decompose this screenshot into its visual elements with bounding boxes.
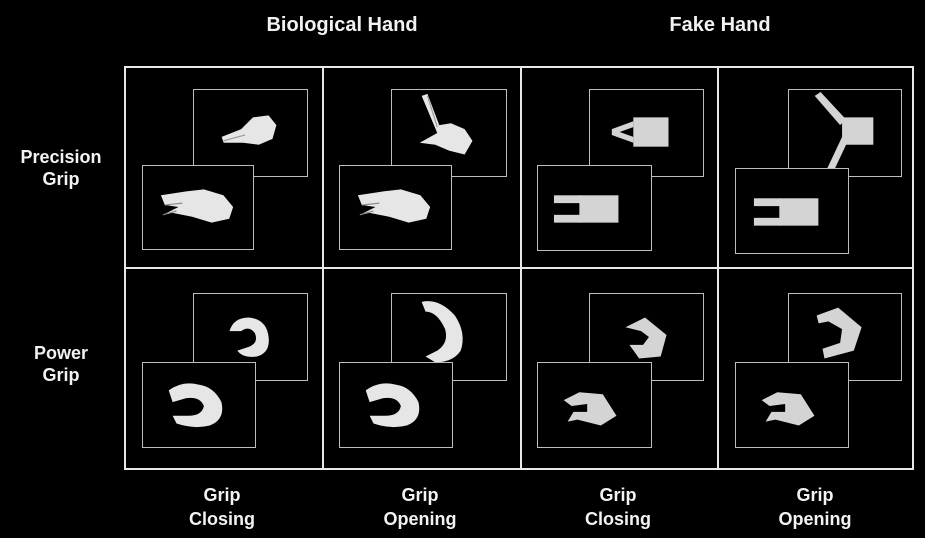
- frame-fake-precision-opening: [788, 89, 902, 177]
- row-label-line: Grip: [0, 168, 122, 190]
- hand-c-grip-icon: [340, 363, 452, 447]
- frame-fake-power-start: [537, 362, 652, 448]
- fake-hand-spread-icon: [789, 90, 901, 176]
- row-label-line: Power: [0, 342, 122, 364]
- hand-c-grip-icon: [143, 363, 255, 447]
- frame-hand-power-start: [339, 362, 453, 448]
- frame-hand-power-start: [142, 362, 256, 448]
- column-label-line: Opening: [322, 507, 518, 531]
- column-label-grip-opening: Grip Opening: [322, 483, 518, 531]
- column-label-line: Closing: [520, 507, 716, 531]
- frame-fake-power-start: [735, 362, 849, 448]
- fake-hand-closed-icon: [590, 90, 703, 176]
- frame-fake-precision-start: [735, 168, 849, 254]
- row-label-power-grip: Power Grip: [0, 342, 122, 386]
- frame-hand-precision-start: [339, 165, 452, 250]
- fake-hand-c-icon: [538, 363, 651, 447]
- column-label-grip-closing: Grip Closing: [124, 483, 320, 531]
- row-label-line: Grip: [0, 364, 122, 386]
- column-label-line: Grip: [124, 483, 320, 507]
- hand-open-finger-icon: [392, 90, 506, 176]
- grid-divider: [124, 267, 914, 269]
- frame-fake-precision-closing: [589, 89, 704, 177]
- frame-hand-precision-start: [142, 165, 254, 250]
- row-label-line: Precision: [0, 146, 122, 168]
- column-label-grip-closing: Grip Closing: [520, 483, 716, 531]
- frame-hand-precision-opening: [391, 89, 507, 177]
- fake-hand-open-icon: [736, 169, 848, 253]
- column-label-grip-opening: Grip Opening: [717, 483, 913, 531]
- fake-hand-open-icon: [538, 166, 651, 250]
- hand-open-pinch-icon: [143, 166, 253, 249]
- column-label-line: Grip: [717, 483, 913, 507]
- hand-open-pinch-icon: [340, 166, 451, 249]
- header-fake-hand: Fake Hand: [620, 14, 820, 37]
- frame-hand-precision-closing: [193, 89, 308, 177]
- column-label-line: Grip: [520, 483, 716, 507]
- row-label-precision-grip: Precision Grip: [0, 146, 122, 190]
- header-biological-hand: Biological Hand: [222, 14, 462, 37]
- column-label-line: Closing: [124, 507, 320, 531]
- hand-pinch-icon: [194, 90, 307, 176]
- frame-fake-precision-start: [537, 165, 652, 251]
- column-label-line: Opening: [717, 507, 913, 531]
- fake-hand-c-icon: [736, 363, 848, 447]
- column-label-line: Grip: [322, 483, 518, 507]
